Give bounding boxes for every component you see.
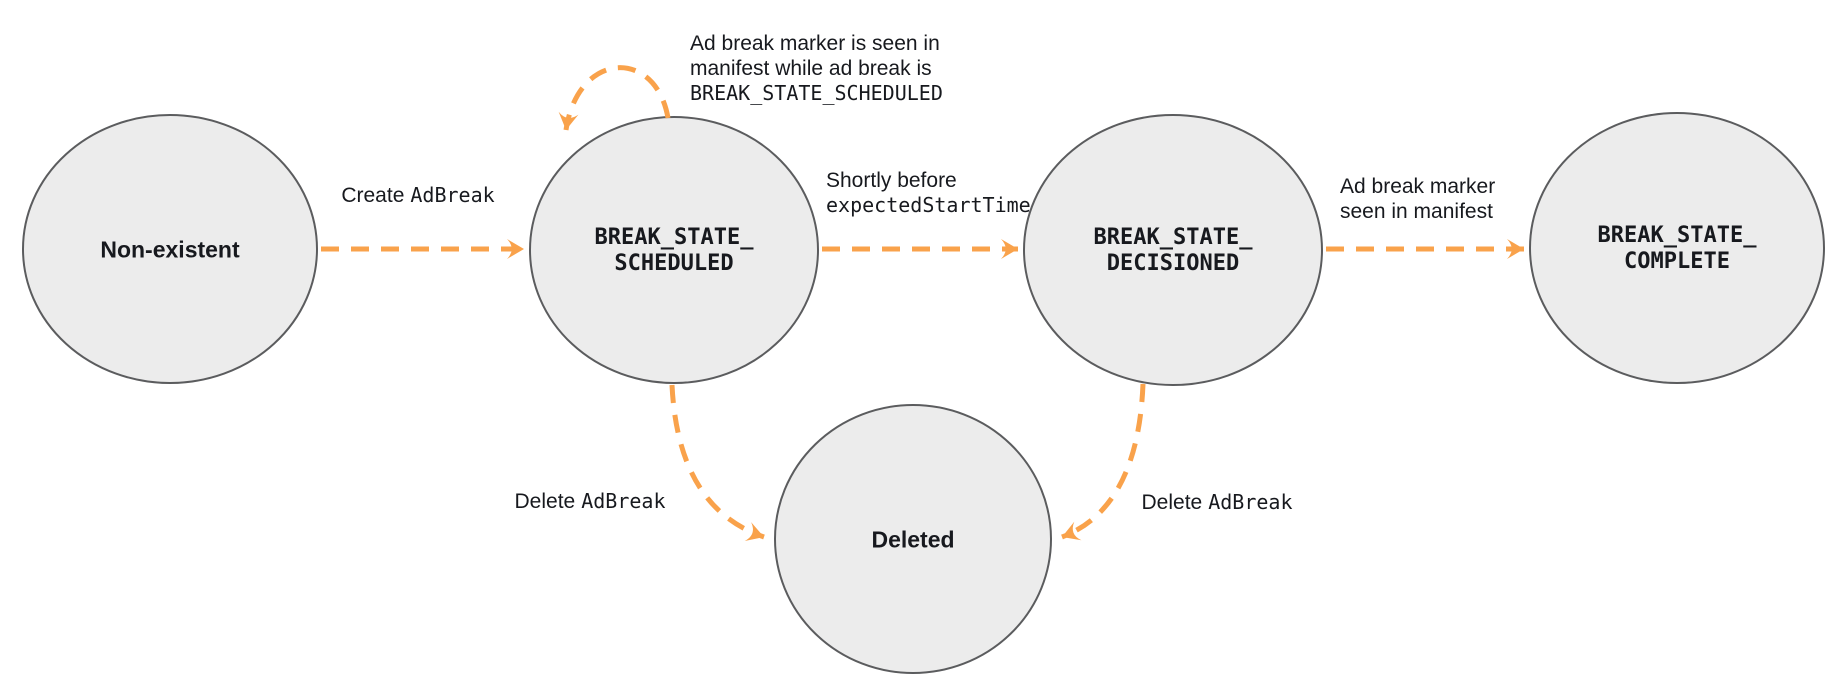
state-label-line: DECISIONED [1106,251,1240,276]
edge-label-code: AdBreak [581,489,666,513]
state-label-line: BREAK_STATE_ [1597,223,1757,248]
edge-label-text: Delete [1141,491,1203,514]
edge-label-text: Ad break marker [1340,175,1496,198]
edge-delete-adbreak-from-scheduled [669,384,765,542]
state-label-non-existent: Non-existent [100,236,240,263]
state-label-break-state-complete: BREAK_STATE_ COMPLETE [1598,223,1757,275]
state-circle-break-state-scheduled [529,116,819,384]
state-label-break-state-decisioned: BREAK_STATE_ DECISIONED [1094,225,1253,277]
edge-delete-adbreak-from-decisioned [1061,383,1146,541]
edge-label-text: Create [341,184,405,207]
state-circle-deleted [774,404,1052,674]
state-label-line: COMPLETE [1624,249,1730,274]
edge-label-shortly-before: Shortly before expectedStartTime [826,168,1031,218]
state-circle-break-state-complete [1529,112,1825,384]
edge-label-code: BREAK_STATE_SCHEDULED [690,81,943,105]
edge-label-text: manifest while ad break is [690,57,932,80]
state-circle-non-existent [22,114,318,384]
edge-label-code: AdBreak [410,183,495,207]
state-label-line: BREAK_STATE_ [1093,225,1253,250]
state-label-line: BREAK_STATE_ [594,225,754,250]
edge-label-text: Ad break marker is seen in [690,32,940,55]
state-label-line: SCHEDULED [614,251,734,276]
state-label-deleted: Deleted [871,526,955,553]
edge-label-text: seen in manifest [1340,200,1493,223]
edge-label-text: Shortly before [826,169,957,192]
edge-label-code: AdBreak [1208,490,1293,514]
state-circle-break-state-decisioned [1023,114,1323,386]
edge-label-marker-seen-in-manifest: Ad break marker seen in manifest [1340,174,1495,224]
edge-label-selfloop-marker-seen: Ad break marker is seen in manifest whil… [690,31,943,106]
state-label-break-state-scheduled: BREAK_STATE_ SCHEDULED [595,225,754,277]
edge-label-text: Delete [514,490,576,513]
edge-label-code: expectedStartTime [826,193,1031,217]
